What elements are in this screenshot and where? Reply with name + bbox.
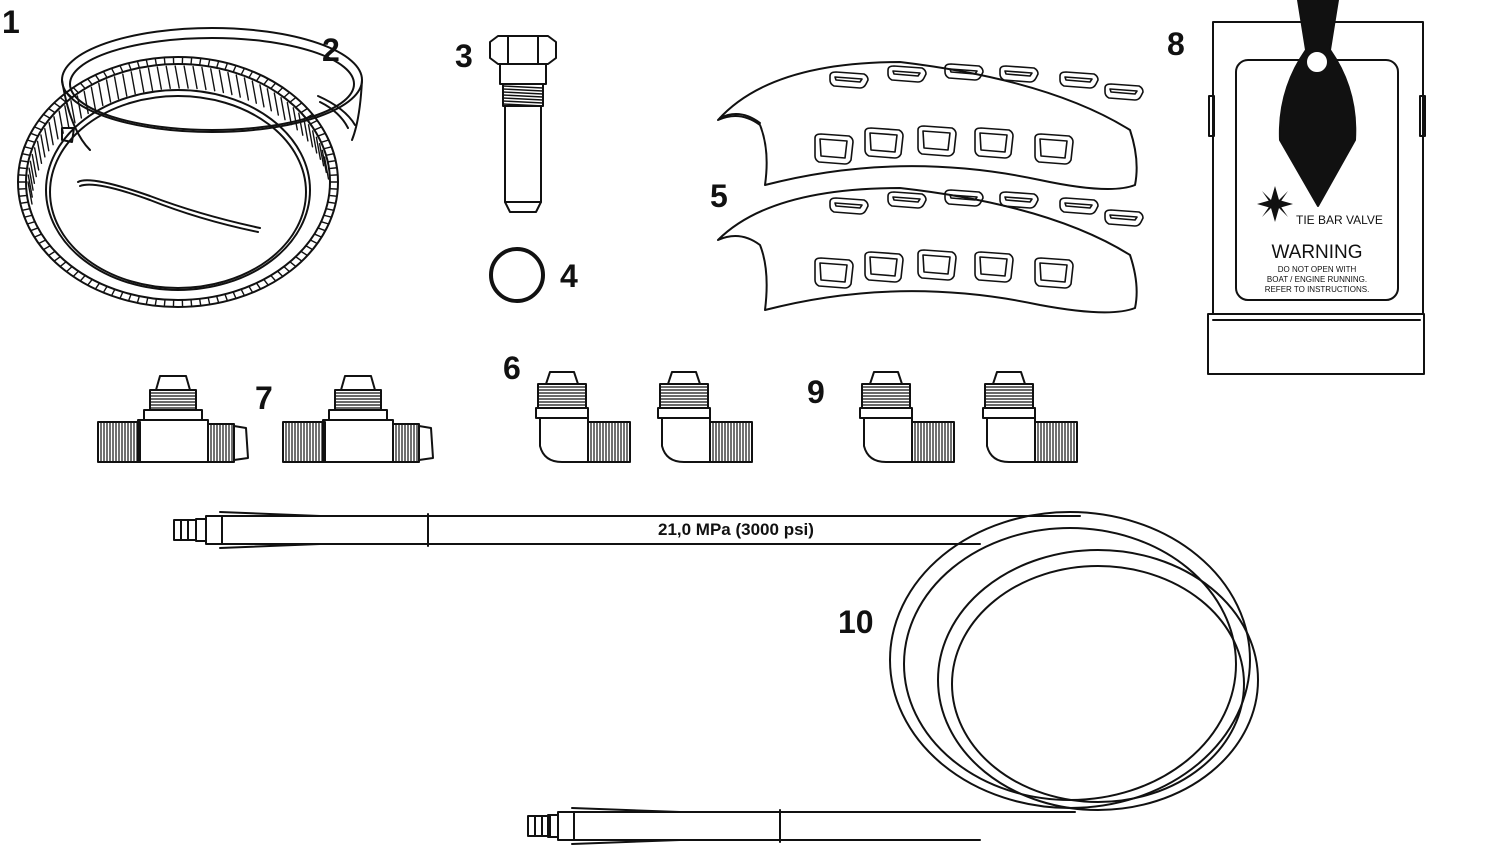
o-ring-icon — [491, 249, 543, 301]
hose-icon — [174, 512, 1258, 844]
callout-10: 10 — [838, 606, 874, 638]
clamp-windows — [815, 64, 1143, 288]
callout-9: 9 — [807, 376, 825, 408]
callout-6: 6 — [503, 352, 521, 384]
callout-1: 1 — [2, 6, 20, 38]
warning-tag-icon — [1208, 0, 1425, 374]
star-logo-icon — [1257, 186, 1293, 222]
tag-warning-line-2: BOAT / ENGINE RUNNING. — [1238, 275, 1396, 284]
hose-pressure-label: 21,0 MPa (3000 psi) — [658, 520, 814, 540]
callout-2: 2 — [322, 34, 340, 66]
valve-pin-icon — [490, 36, 556, 212]
callout-3: 3 — [455, 40, 473, 72]
nut-ring-icon — [18, 57, 338, 307]
tag-brand-text: TIE BAR VALVE — [1296, 213, 1383, 227]
callout-8: 8 — [1167, 28, 1185, 60]
knurl-teeth — [18, 57, 338, 307]
callout-7: 7 — [255, 382, 273, 414]
callout-5: 5 — [710, 180, 728, 212]
tag-warning-line-1: DO NOT OPEN WITH — [1238, 265, 1396, 274]
adapter-ring-part-2 — [62, 28, 362, 150]
tag-warning-title: WARNING — [1238, 242, 1396, 264]
tag-warning-line-3: REFER TO INSTRUCTIONS. — [1238, 285, 1396, 294]
callout-4: 4 — [560, 260, 578, 292]
